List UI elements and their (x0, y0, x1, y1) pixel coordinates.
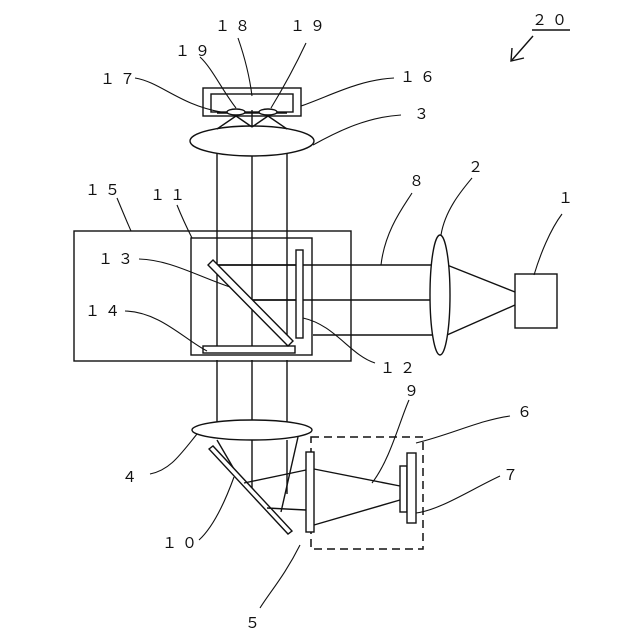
leader-lines (117, 38, 562, 608)
element-14 (203, 346, 295, 353)
label-element-6: ６ (517, 403, 537, 421)
label-sensor-case-16: １６ (400, 68, 440, 86)
arrow-20 (511, 30, 570, 61)
label-element-19-right: １９ (290, 17, 330, 35)
label-light-source-1: １ (558, 189, 578, 207)
lower-vertical-beam (217, 360, 287, 424)
label-element-7: ７ (503, 466, 523, 484)
label-element-18: １８ (215, 17, 255, 35)
label-element-5: ５ (245, 614, 265, 632)
label-prism-block-11: １１ (150, 186, 190, 204)
label-element-17: １７ (100, 70, 140, 88)
label-collimator-lens-2: ２ (468, 158, 488, 176)
element-7 (400, 453, 416, 523)
label-lens-4: ４ (122, 468, 142, 486)
label-beam-8: ８ (409, 172, 429, 190)
label-mirror-10: １０ (162, 534, 202, 552)
element-5 (306, 452, 314, 532)
lens-3 (190, 126, 314, 156)
label-lens-3: ３ (414, 105, 434, 123)
mirror-10 (209, 446, 292, 534)
collimator-lens-2 (430, 235, 450, 355)
inner-beam-lines (217, 238, 296, 346)
element-12 (296, 250, 303, 338)
label-element-12: １２ (380, 359, 420, 377)
label-element-19-left: １９ (175, 42, 215, 60)
element-13 (208, 260, 293, 346)
light-source-1 (515, 274, 557, 328)
label-beam-9: ９ (404, 382, 424, 400)
label-housing-15: １５ (85, 181, 125, 199)
lens-4 (192, 420, 312, 440)
label-element-13: １３ (98, 250, 138, 268)
label-element-14: １４ (85, 302, 125, 320)
label-system-20: ２０ (532, 11, 572, 29)
labels: ２０ １ ２ ３ ４ ５ ６ ７ ８ ９ １０ １１ １２ １３ １４ １５ １… (85, 11, 578, 632)
